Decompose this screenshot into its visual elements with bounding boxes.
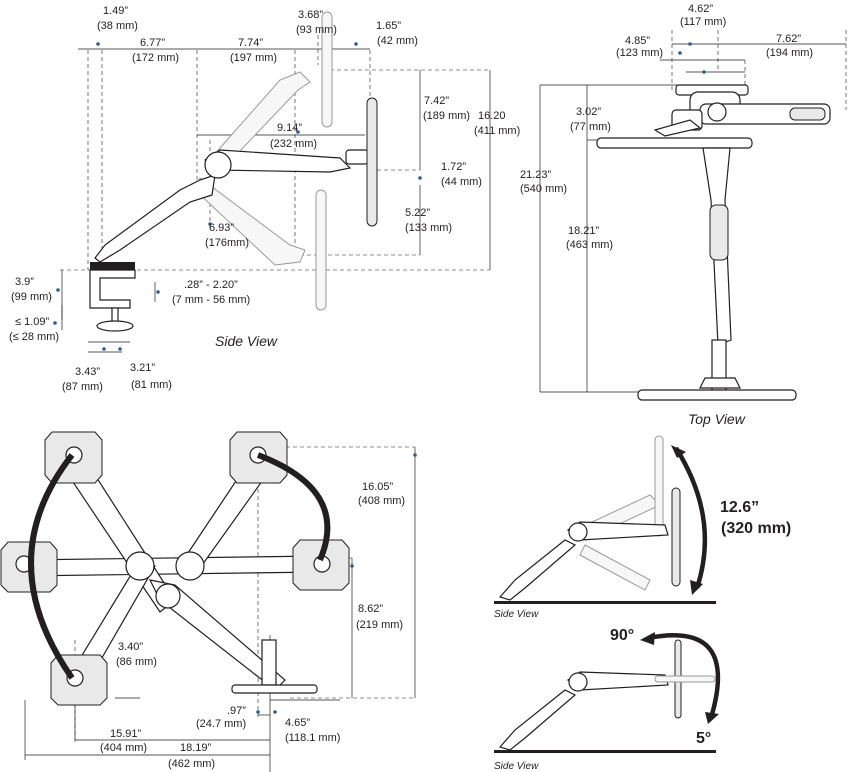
dim-9-14-mm: (232 mm) (270, 138, 317, 150)
dim-3-21-in: 3.21” (130, 362, 155, 374)
dim-15-91-in: 15.91” (110, 728, 142, 740)
dim-3-02-mm: (77 mm) (570, 121, 611, 133)
dim-4-65-mm: (118.1 mm) (285, 732, 340, 744)
sweep-arc-right (256, 452, 331, 562)
dim-4-62-mm: (117 mm) (680, 16, 726, 28)
dim-4-85-in: 4.85” (625, 35, 650, 47)
dim-3-21-mm: (81 mm) (131, 379, 172, 391)
top-view-caption: Top View (688, 411, 746, 427)
tilt-arrow-head-up (640, 632, 655, 645)
dim-16-05-in: 16.05” (362, 481, 394, 493)
tilt-arrow-head-down (705, 712, 719, 724)
dim-3-02-in: 3.02” (576, 106, 601, 118)
dim-8-62-in: 8.62” (358, 603, 383, 615)
dim-3-40-in: 3.40” (118, 641, 143, 653)
dim-4-85-mm: (123 mm) (616, 47, 663, 59)
dim-6-77-in: 6.77” (140, 37, 165, 49)
side-view-panel: 1.49” (38 mm) 6.77” (172 mm) 7.74” (197 … (9, 5, 520, 393)
dim-1-72-in: 1.72” (441, 161, 466, 173)
dim-5-22-in: 5.22” (405, 207, 430, 219)
lift-travel-mm: (320 mm) (721, 520, 791, 537)
dim-5-22-mm: (133 mm) (405, 222, 452, 234)
dim-16-20-in: 16.20 (478, 110, 506, 122)
dim-clamp-range-in: .28” - 2.20” (184, 279, 238, 291)
dim-6-93-in: 6.93” (209, 222, 234, 234)
dim-6-93-mm: (176mm) (205, 237, 249, 249)
dim-1-09-mm: (≤ 28 mm) (9, 331, 59, 343)
dim-1-65-mm: (42 mm) (377, 35, 418, 47)
dim-1-72-mm: (44 mm) (441, 176, 482, 188)
lift-view-panel: 12.6” (320 mm) Side View (494, 435, 791, 620)
dim-16-05-mm: (408 mm) (358, 495, 405, 507)
dim-3-40-mm: (86 mm) (116, 656, 157, 668)
rotation-view-panel: 16.05” (408 mm) 8.62” (219 mm) 3.40” (86… (0, 431, 417, 772)
dim-18-21-in: 18.21” (568, 225, 600, 237)
dim-7-42-in: 7.42” (424, 95, 449, 107)
dim-8-62-mm: (219 mm) (356, 619, 403, 631)
dim-3-9-mm: (99 mm) (11, 291, 52, 303)
lift-arrow-head-up (671, 445, 686, 458)
tilt-down-angle: 5° (696, 730, 711, 747)
mount-plate-mid-right (292, 539, 350, 591)
tilt-view-panel: 90° 5° Side View (494, 627, 721, 772)
dim-3-43-in: 3.43” (75, 366, 100, 378)
dim-18-19-mm: (462 mm) (168, 758, 215, 770)
tilt-range-arrow (647, 632, 721, 719)
dim-18-19-in: 18.19” (180, 742, 212, 754)
lift-range-arrow (674, 446, 708, 589)
dim-1-65-in: 1.65” (376, 20, 401, 32)
dim-clamp-range-mm: (7 mm - 56 mm) (172, 294, 250, 306)
lift-arrow-head-down (690, 580, 703, 595)
dim-4-62-in: 4.62” (688, 3, 713, 15)
sweep-arc-left (28, 453, 75, 680)
dim-21-23-mm: (540 mm) (520, 183, 567, 195)
dim-7-74-in: 7.74” (238, 37, 263, 49)
dim-9-14-in: 9.14” (277, 122, 302, 134)
lift-view-caption: Side View (494, 609, 539, 620)
dim-16-20-mm: (411 mm) (474, 125, 520, 137)
top-view-panel: 4.62” (117 mm) 4.85” (123 mm) 7.62” (194… (520, 3, 847, 427)
dim-15-91-mm: (404 mm) (100, 742, 147, 754)
dim-3-68-in: 3.68” (298, 9, 323, 21)
dim-1-49-in: 1.49” (103, 5, 128, 17)
dim-4-65-in: 4.65” (285, 717, 310, 729)
dim-7-42-mm: (189 mm) (423, 110, 470, 122)
dim-1-09-in: ≤ 1.09” (15, 316, 50, 328)
dim-0-97-in: .97” (227, 705, 246, 717)
tilt-up-angle: 90° (610, 627, 634, 644)
dim-7-74-mm: (197 mm) (230, 52, 277, 64)
dim-3-9-in: 3.9” (15, 276, 34, 288)
lift-travel-in: 12.6” (720, 499, 759, 516)
tilt-view-caption: Side View (494, 761, 539, 772)
dim-3-68-mm: (93 mm) (296, 24, 337, 36)
dim-1-49-mm: (38 mm) (97, 20, 138, 32)
side-view-caption: Side View (215, 333, 278, 349)
dim-6-77-mm: (172 mm) (132, 52, 179, 64)
dim-7-62-in: 7.62” (776, 33, 801, 45)
dim-0-97-mm: (24.7 mm) (196, 718, 246, 730)
dim-7-62-mm: (194 mm) (766, 47, 813, 59)
dim-18-21-mm: (463 mm) (566, 239, 613, 251)
dim-21-23-in: 21.23” (520, 169, 552, 181)
dim-3-43-mm: (87 mm) (62, 381, 103, 393)
